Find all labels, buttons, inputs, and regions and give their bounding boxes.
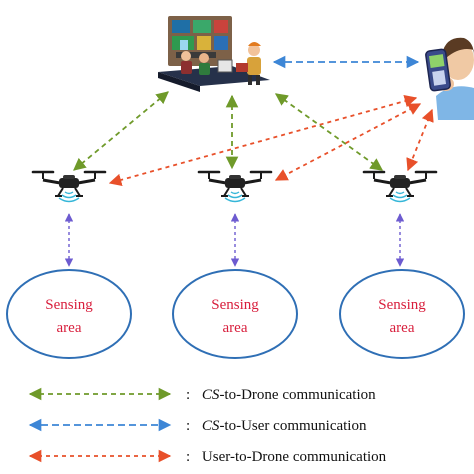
cs-to-drone-link	[73, 91, 169, 171]
legend: : CS-to-Drone communication : CS-to-User…	[28, 387, 387, 465]
sensing-area-label-line1: Sensing	[378, 297, 426, 313]
svg-text:: CS-to-Drone communic: : CS-to-Drone communication	[186, 387, 376, 403]
user-with-phone-icon	[425, 37, 474, 120]
legend-item-user-to-drone: : User-to-Drone communication	[28, 449, 387, 465]
svg-text:: User-to-Drone commun: : User-to-Drone communication	[186, 449, 387, 465]
legend-description: User-to-Drone communication	[202, 449, 387, 465]
legend-separator: :	[186, 418, 190, 434]
sensing-area: Sensing area	[6, 269, 132, 359]
legend-item-cs-to-drone: : CS-to-Drone communication	[28, 387, 376, 403]
sensing-area-label-line2: area	[390, 320, 415, 336]
user-to-drone-link	[108, 94, 418, 187]
svg-text:: CS-to-User communica: : CS-to-User communication	[186, 418, 367, 434]
legend-term: CS	[202, 387, 220, 403]
legend-description: -to-User communication	[219, 418, 367, 434]
user-to-drone-link	[274, 103, 422, 181]
drone-icon	[362, 170, 438, 203]
drone-icon	[31, 170, 107, 203]
control-station-icon	[158, 16, 270, 92]
user-to-drone-link	[406, 108, 434, 172]
legend-separator: :	[186, 387, 190, 403]
sensing-area-label-line2: area	[57, 320, 82, 336]
sensing-area: Sensing area	[339, 269, 465, 359]
sensing-area: Sensing area	[172, 269, 298, 359]
legend-term: CS	[202, 418, 220, 434]
legend-separator: :	[186, 449, 190, 465]
sensing-area-label-line1: Sensing	[45, 297, 93, 313]
drone-icon	[197, 170, 273, 203]
sensing-area-label-line1: Sensing	[211, 297, 259, 313]
legend-item-cs-to-user: : CS-to-User communication	[28, 418, 367, 434]
sensing-area-label-line2: area	[223, 320, 248, 336]
legend-description: -to-Drone communication	[219, 387, 376, 403]
